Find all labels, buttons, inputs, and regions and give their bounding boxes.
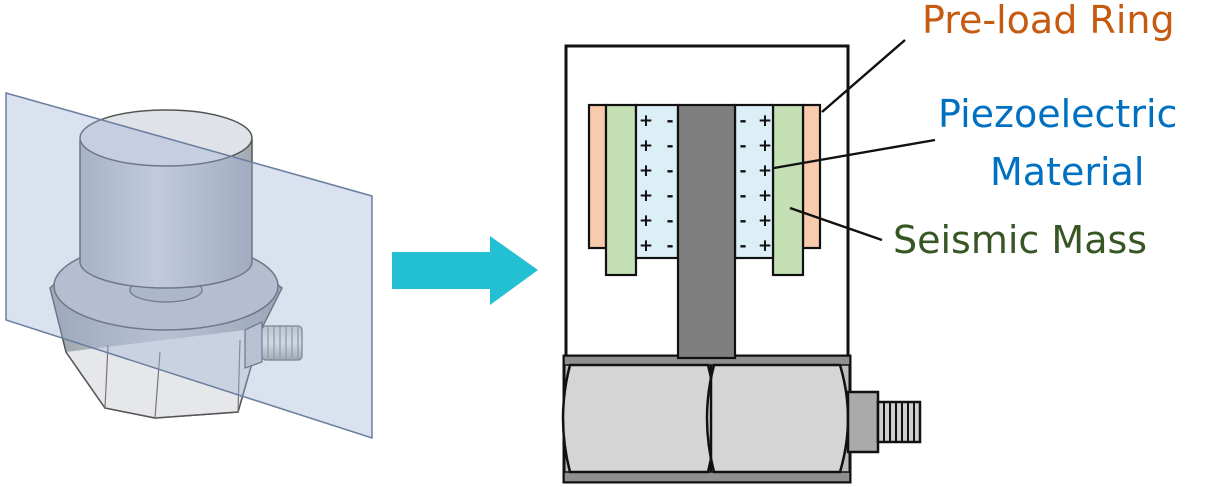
- seismic-mass-left: [604, 103, 638, 277]
- preload-leader: [821, 39, 906, 113]
- seismic-mass-right: [771, 103, 805, 277]
- accelerometer-3d-section-icon: [5, 92, 373, 440]
- minus-sign-left: -: [666, 136, 673, 156]
- plus-sign-right: +: [758, 136, 772, 156]
- minus-sign-right: -: [739, 211, 746, 231]
- piezo-left: [634, 103, 680, 260]
- minus-sign-right: -: [739, 136, 746, 156]
- piezo-leader: [773, 138, 936, 170]
- label-seismic-mass: Seismic Mass: [893, 218, 1148, 262]
- minus-sign-left: -: [666, 161, 673, 181]
- plus-sign-left: +: [639, 186, 653, 206]
- section-plane: [5, 92, 373, 440]
- plus-sign-left: +: [639, 211, 653, 231]
- plus-sign-right: +: [758, 236, 772, 256]
- minus-sign-right: -: [739, 186, 746, 206]
- minus-sign-right: -: [739, 111, 746, 131]
- charge-signs: ++++++------------++++++: [639, 111, 772, 256]
- label-piezo-line2: Material: [990, 150, 1145, 194]
- center-post: [676, 103, 737, 360]
- base: [561, 354, 852, 484]
- right-arrow-icon: [392, 236, 538, 305]
- hex-lobe-right: [705, 363, 850, 474]
- piezo-right: [733, 103, 775, 260]
- hex-lobe-left: [561, 363, 717, 474]
- minus-sign-left: -: [666, 186, 673, 206]
- minus-sign-right: -: [739, 161, 746, 181]
- label-piezo-line1: Piezoelectric: [938, 92, 1178, 136]
- minus-sign-left: -: [666, 211, 673, 231]
- seismic-leader: [789, 206, 883, 242]
- plus-sign-right: +: [758, 161, 772, 181]
- plus-sign-right: +: [758, 111, 772, 131]
- plus-sign-left: +: [639, 136, 653, 156]
- plus-sign-left: +: [639, 161, 653, 181]
- side-connector: [244, 321, 303, 369]
- plus-sign-left: +: [639, 236, 653, 256]
- accelerometer-cross-section: ++++++------------++++++: [561, 44, 922, 484]
- plus-sign-right: +: [758, 211, 772, 231]
- preload-ring-right: [801, 103, 822, 250]
- minus-sign-left: -: [666, 111, 673, 131]
- plus-sign-left: +: [639, 111, 653, 131]
- minus-sign-left: -: [666, 236, 673, 256]
- plus-sign-right: +: [758, 186, 772, 206]
- label-preload-ring: Pre-load Ring: [922, 0, 1175, 42]
- preload-ring-left: [587, 103, 608, 250]
- leader-lines: [773, 39, 936, 242]
- minus-sign-right: -: [739, 236, 746, 256]
- connector-stub: [846, 390, 922, 454]
